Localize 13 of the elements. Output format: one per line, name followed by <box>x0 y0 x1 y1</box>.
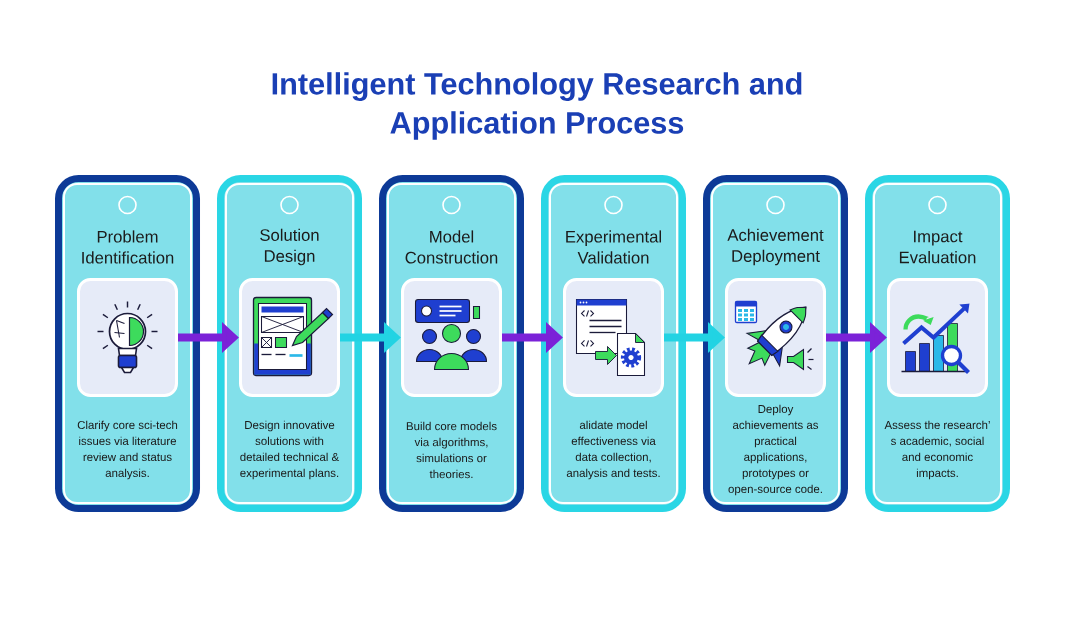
step-title: Experimental Validation <box>566 230 661 264</box>
step-description: Build core models via algorithms, simulations or theories. <box>406 421 497 479</box>
step-title: Model Construction <box>405 230 498 264</box>
step-description: Clarify core sci-tech issues via literature review and status analysis. <box>77 420 178 480</box>
step-description: Design innovative solutions with detailed technical & experimental plans. <box>240 420 339 480</box>
step-title: Impact Evaluation <box>899 230 976 264</box>
step-title: Achievement Deployment <box>727 228 824 266</box>
step-description: Assess the research’ s academic, social and economic impacts. <box>884 420 990 480</box>
step-title: Problem Identification <box>82 230 174 264</box>
step-description: Deploy achievements as practical applications, prototypes or open-source code. <box>728 404 822 496</box>
step-description: alidate model effectiveness via data collection, analysis and tests. <box>566 420 660 480</box>
title: Intelligent Technology Research and Application Process <box>272 72 802 140</box>
step-title: Solution Design <box>260 228 319 266</box>
